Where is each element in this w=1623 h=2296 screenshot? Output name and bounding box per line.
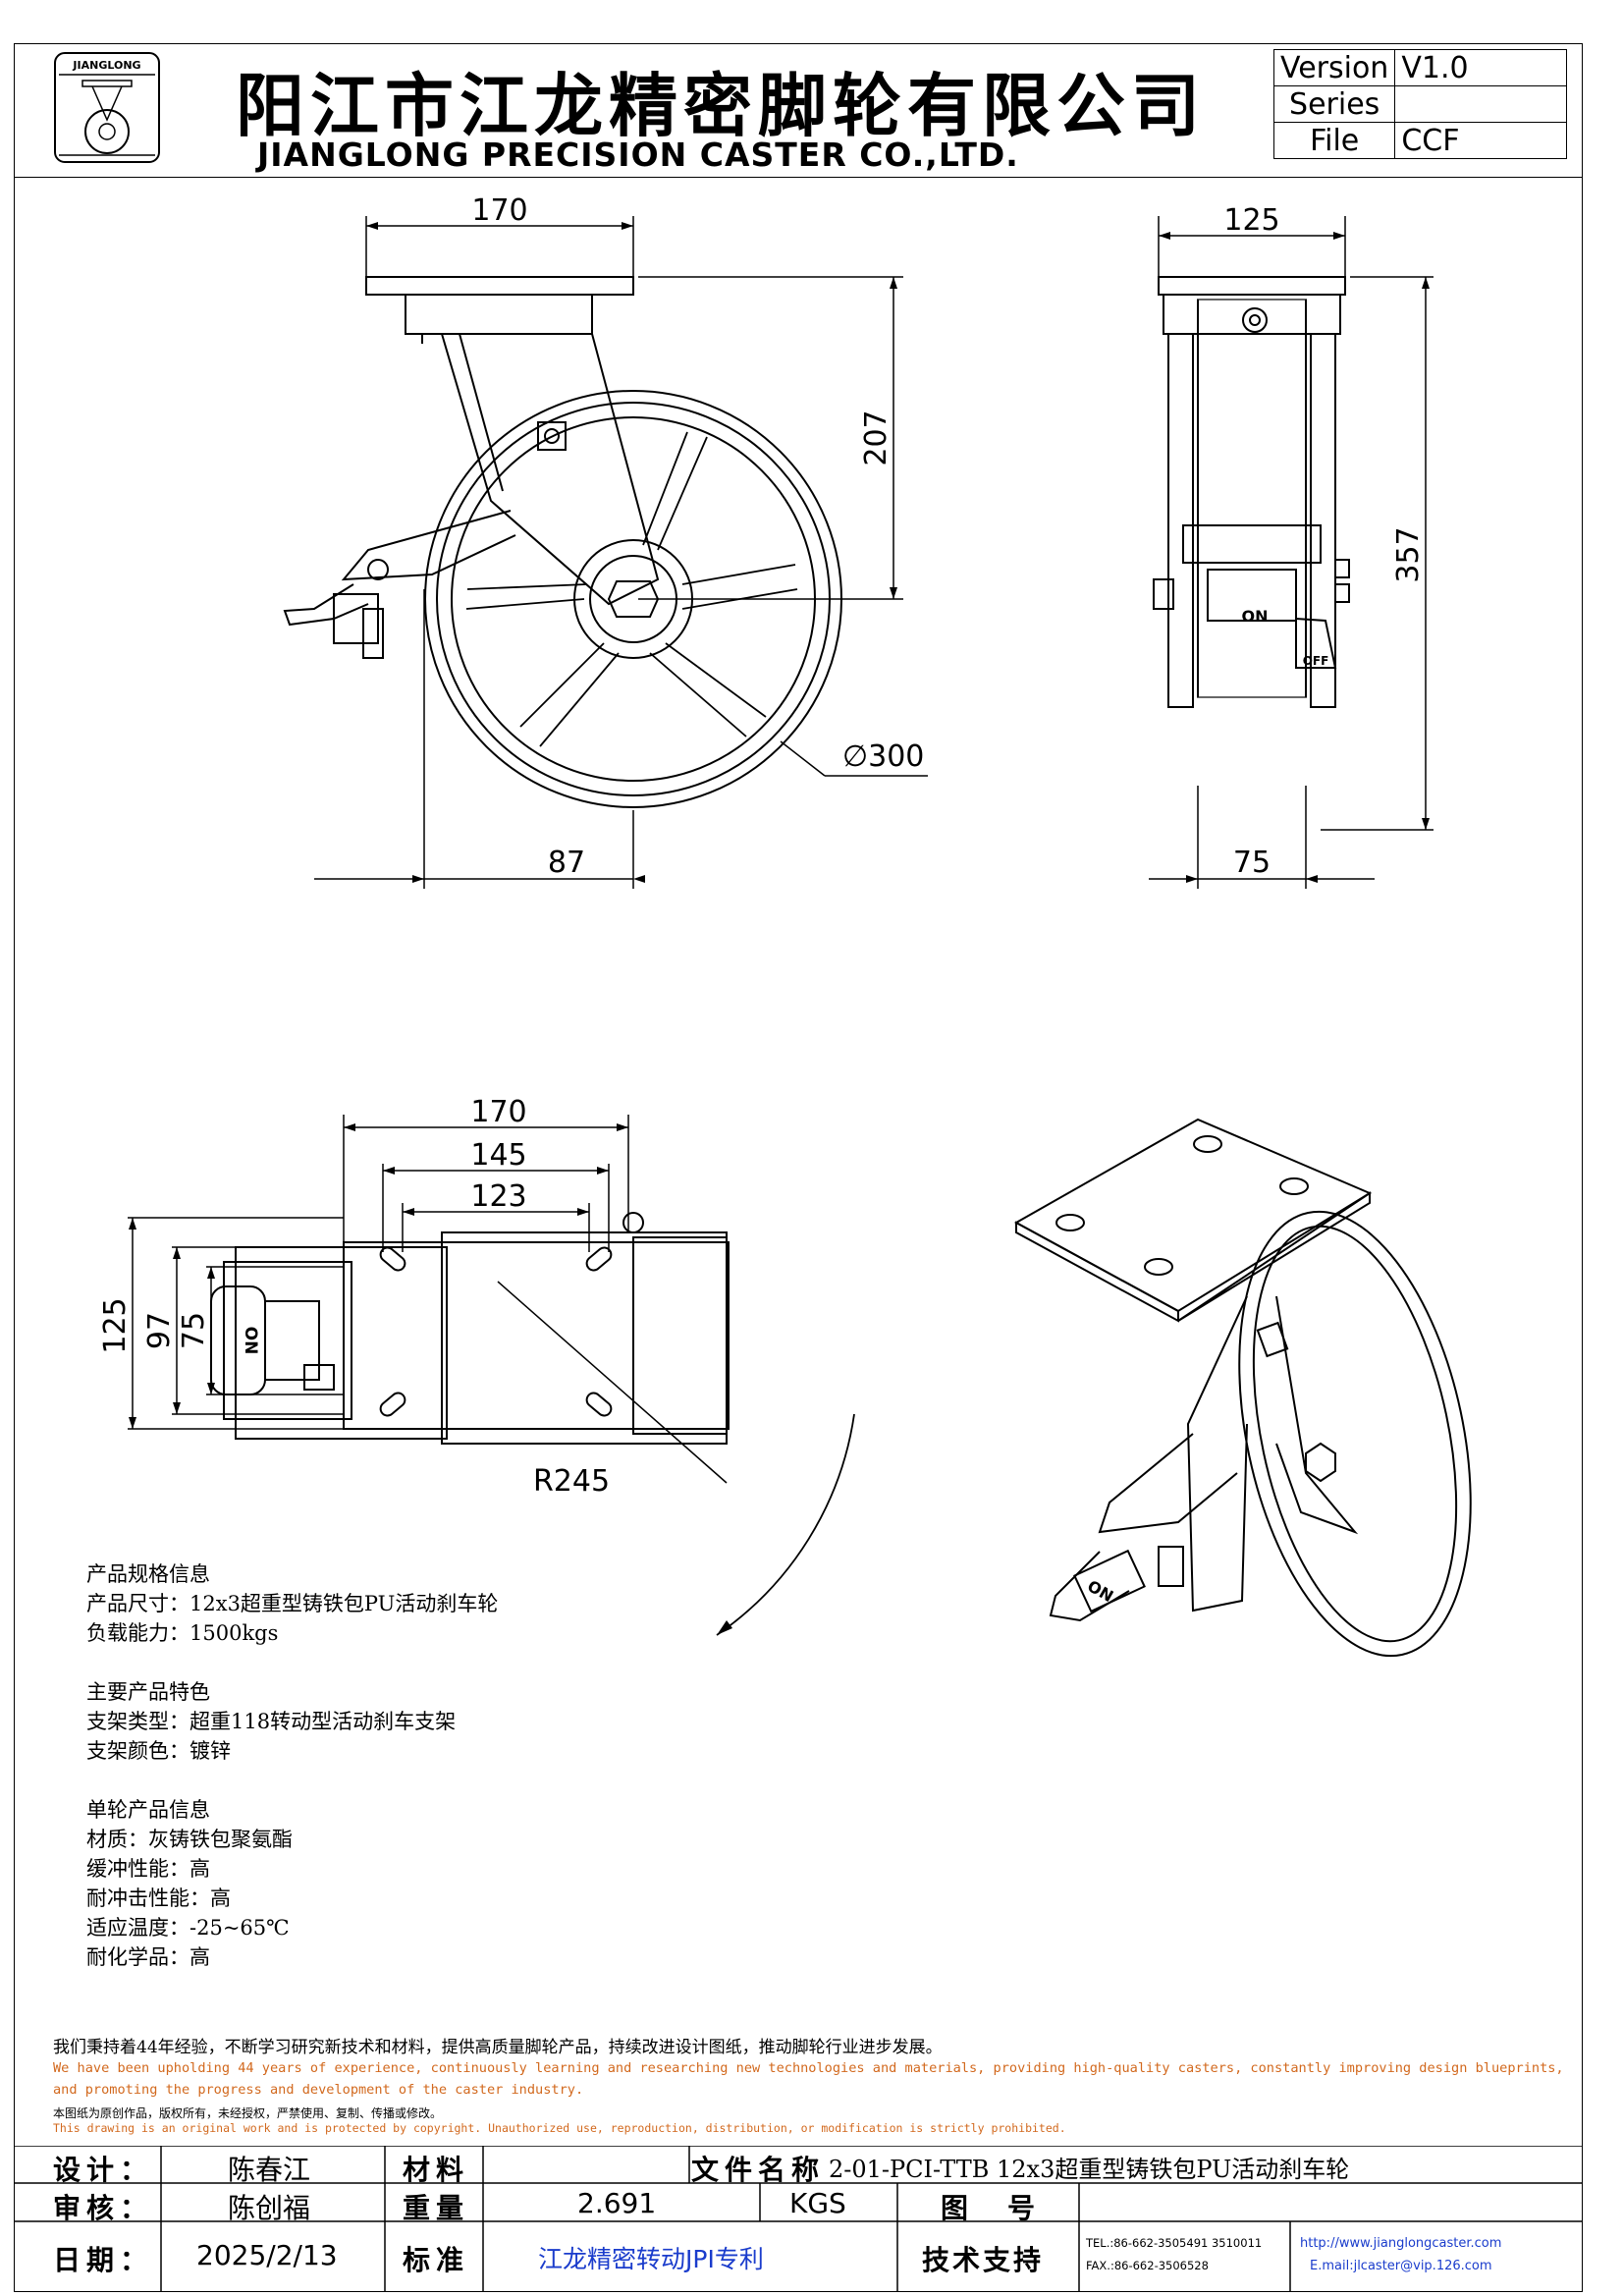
- meta-key: File: [1272, 122, 1396, 159]
- header-divider: [14, 177, 1583, 178]
- company-name-cn: 阳江市江龙精密脚轮有限公司: [236, 66, 1206, 146]
- weight-label: 重量: [403, 2192, 470, 2224]
- top-view-drawing: ON 170 145 123 125 97 75 R245: [98, 1095, 855, 1636]
- dim-145-top: 145: [470, 1138, 526, 1173]
- filename-value: 2-01-PCI-TTB 12x3超重型铸铁包PU活动刹车轮: [829, 2156, 1350, 2183]
- date-value: 2025/2/13: [196, 2239, 338, 2271]
- email[interactable]: E.mail:jlcaster@vip.126.com: [1310, 2259, 1492, 2273]
- design-label: 设计：: [53, 2154, 154, 2186]
- wheel-material: 材质：灰铸铁包聚氨酯: [86, 1828, 293, 1851]
- logo-text: JIANGLONG: [72, 59, 140, 72]
- drawing-no-label: 图 号: [941, 2192, 1042, 2224]
- side-view-drawing: 170 207 87 ∅300: [283, 196, 928, 889]
- date-label: 日期：: [53, 2244, 154, 2276]
- spec-title: 产品规格信息: [86, 1562, 210, 1586]
- product-info: 产品规格信息 产品尺寸：12x3超重型铸铁包PU活动刹车轮 负载能力：1500k…: [86, 1559, 498, 1972]
- standard-label: 标准: [403, 2244, 470, 2276]
- off-label-front: OFF: [1303, 654, 1329, 668]
- dim-75-front: 75: [1233, 846, 1271, 880]
- wheel-cushion: 缓冲性能：高: [86, 1857, 210, 1881]
- front-view-drawing: ON OFF 125 357 75: [1149, 203, 1434, 889]
- tel: TEL.:86-662-3505491 3510011: [1086, 2236, 1263, 2250]
- company-name-en: JIANGLONG PRECISION CASTER CO.,LTD.: [257, 136, 1019, 174]
- dim-87: 87: [548, 846, 585, 880]
- on-label-top: ON: [241, 1327, 260, 1355]
- weight-unit: KGS: [789, 2187, 846, 2219]
- feature-title: 主要产品特色: [86, 1680, 210, 1704]
- meta-key: Version: [1272, 49, 1396, 86]
- spec-size: 产品尺寸：12x3超重型铸铁包PU活动刹车轮: [86, 1592, 499, 1615]
- version-table: Version V1.0 Series File CCF: [1272, 49, 1568, 159]
- review-label: 审核：: [53, 2192, 154, 2224]
- support-label: 技术支持: [922, 2244, 1045, 2276]
- dim-97-top: 97: [142, 1312, 177, 1349]
- mission-cn: 我们秉持着44年经验，不断学习研究新技术和材料，提供高质量脚轮产品，持续改进设计…: [53, 2038, 943, 2057]
- filename-label: 文件名称: [691, 2154, 826, 2186]
- design-value: 陈春江: [228, 2154, 311, 2186]
- fax: FAX.:86-662-3506528: [1086, 2259, 1209, 2272]
- feature-type: 支架类型：超重118转动型活动刹车支架: [86, 1710, 457, 1733]
- dim-r245: R245: [533, 1464, 610, 1499]
- review-value: 陈创福: [228, 2192, 311, 2224]
- wheel-temp: 适应温度：-25~65℃: [86, 1916, 290, 1940]
- dim-diameter: ∅300: [842, 739, 924, 774]
- website[interactable]: http://www.jianglongcaster.com: [1300, 2236, 1502, 2251]
- dim-357: 357: [1391, 526, 1426, 582]
- standard-value: 江龙精密转动JPI专利: [538, 2245, 764, 2273]
- dim-123-top: 123: [470, 1179, 526, 1214]
- meta-value: V1.0: [1394, 49, 1568, 86]
- meta-value: [1394, 85, 1568, 123]
- dim-170-top: 170: [470, 1095, 526, 1129]
- dim-207: 207: [859, 410, 893, 465]
- spec-load: 负载能力：1500kgs: [86, 1621, 279, 1645]
- dim-170: 170: [471, 196, 527, 228]
- copyright-en: This drawing is an original work and is …: [53, 2121, 1066, 2135]
- meta-row-series: Series: [1272, 85, 1568, 123]
- meta-key: Series: [1272, 85, 1396, 123]
- meta-value: CCF: [1394, 122, 1568, 159]
- wheel-title: 单轮产品信息: [86, 1798, 210, 1822]
- dim-75-top: 75: [177, 1312, 211, 1349]
- drawing-frame: [14, 43, 1583, 2292]
- company-logo: JIANGLONG: [53, 51, 161, 164]
- dim-125-top: 125: [98, 1297, 133, 1353]
- copyright-cn: 本图纸为原创作品，版权所有，未经授权，严禁使用、复制、传播或修改。: [53, 2106, 443, 2120]
- mission-en: We have been upholding 44 years of exper…: [53, 2060, 1564, 2098]
- on-label-front: ON: [1242, 607, 1269, 626]
- title-block: 设计： 陈春江 材料 文件名称 2-01-PCI-TTB 12x3超重型铸铁包P…: [14, 2146, 1583, 2292]
- meta-row-file: File CCF: [1272, 122, 1568, 159]
- wheel-chem: 耐化学品：高: [86, 1945, 210, 1969]
- meta-row-version: Version V1.0: [1272, 49, 1568, 86]
- dim-125-front: 125: [1223, 203, 1279, 238]
- weight-value: 2.691: [577, 2187, 657, 2219]
- material-label: 材料: [403, 2154, 470, 2186]
- feature-color: 支架颜色：镀锌: [86, 1739, 231, 1763]
- isometric-view-drawing: ON: [1013, 1118, 1472, 1658]
- wheel-impact: 耐冲击性能：高: [86, 1886, 231, 1910]
